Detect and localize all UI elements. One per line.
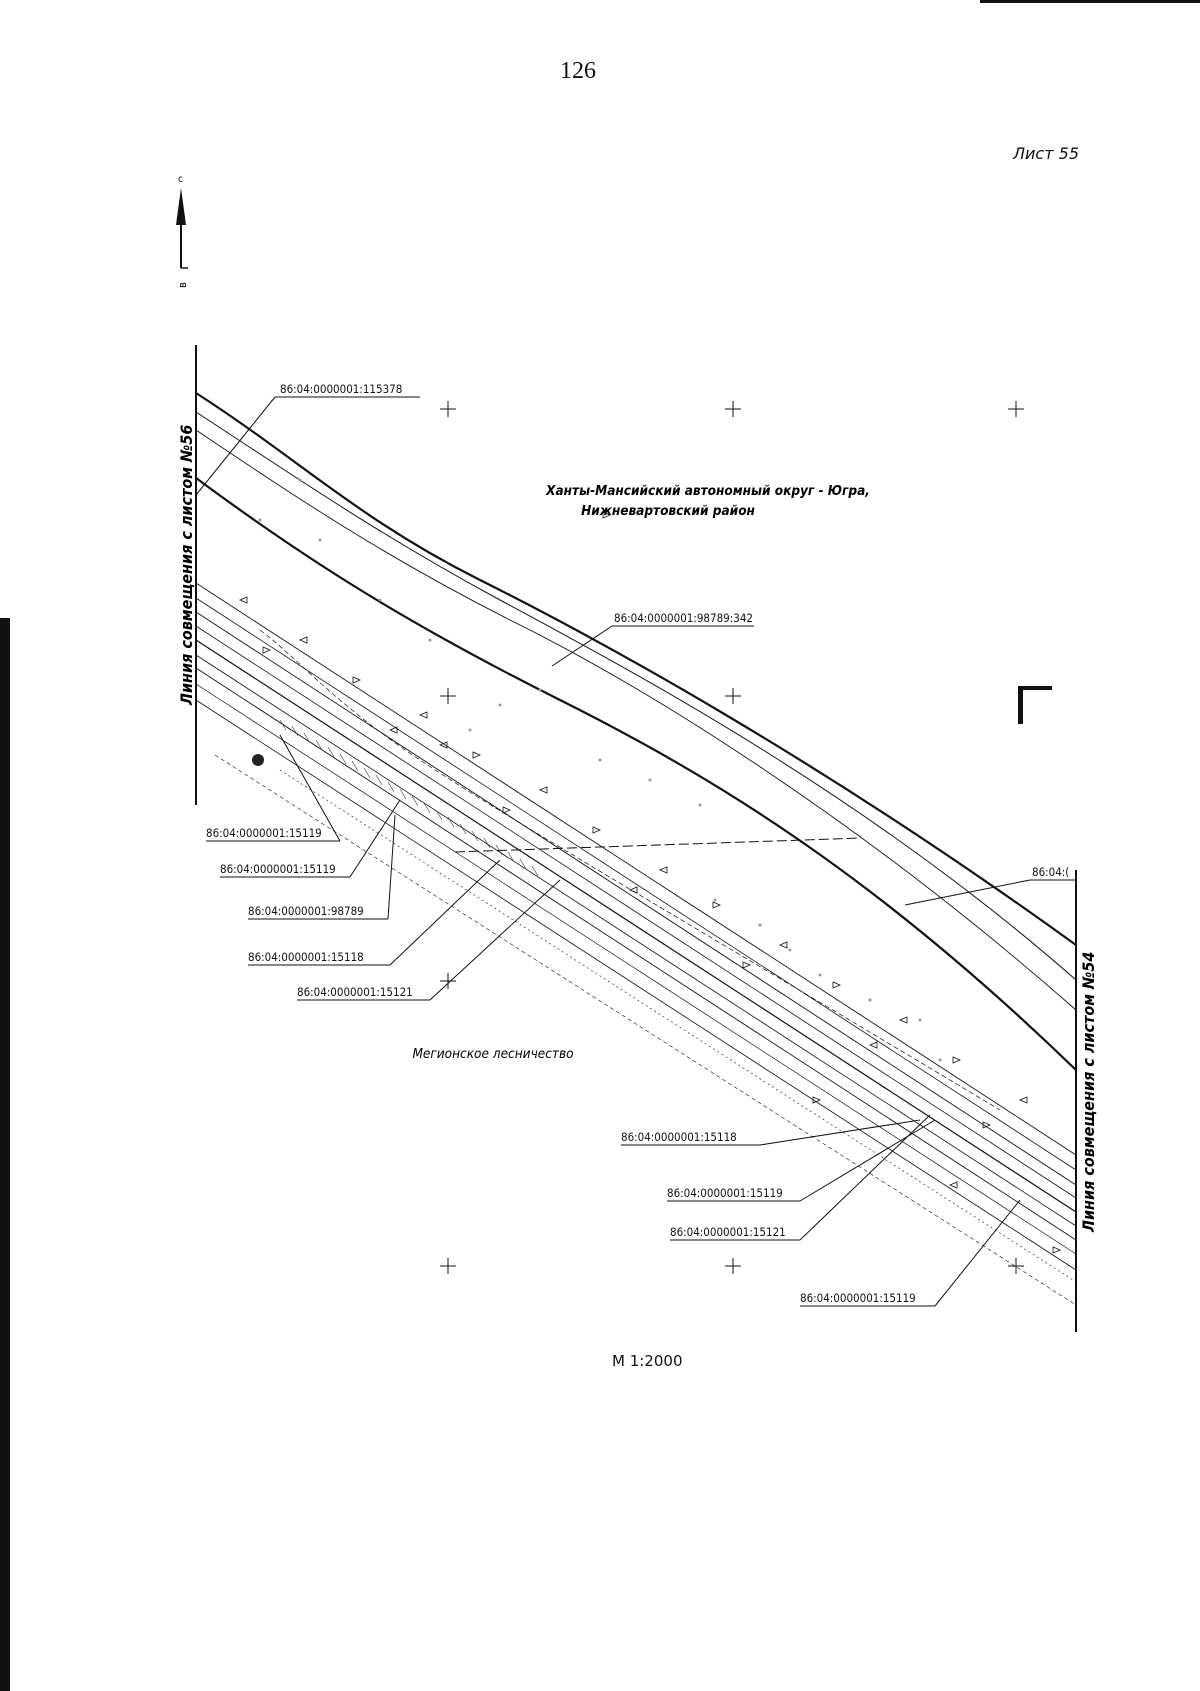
well-marker-icon — [252, 754, 264, 766]
page-number: 126 — [560, 58, 596, 84]
map-scale: М 1:2000 — [612, 1352, 683, 1370]
benchmark-symbol-icon — [1018, 686, 1052, 724]
parcel-label: 86:04:0000001:15119 — [667, 1186, 783, 1200]
sheet-label: Лист 55 — [1013, 144, 1079, 163]
survey-points — [258, 478, 942, 1062]
flow-markers — [238, 511, 1062, 1254]
forestry-label: Мегионское лесничество — [412, 1046, 573, 1062]
north-letter: с — [178, 174, 183, 185]
hatched-zone — [279, 719, 539, 877]
north-arrow-icon: с в — [176, 174, 189, 288]
right-match-line-label: Линия совмещения с листом №54 — [1079, 952, 1098, 1233]
parcel-label: 86:04:0000001:98789:342 — [614, 611, 753, 625]
left-match-line-label: Линия совмещения с листом №56 — [177, 425, 196, 706]
parcel-label: 86:04:0000001:115378 — [280, 382, 402, 396]
parcel-label: 86:04:0000001:15121 — [670, 1225, 786, 1239]
east-letter: в — [176, 282, 189, 288]
parcel-label: 86:04:0000001:15119 — [220, 862, 336, 876]
parcel-label: 86:04:0000001:98789 — [248, 904, 364, 918]
parcel-label: 86:04:0000001:15121 — [297, 985, 413, 999]
scan-left-edge-bar — [0, 618, 10, 1691]
leader-lines — [195, 396, 1076, 1307]
parcel-labels: 86:04:0000001:115378 86:04:0000001:98789… — [206, 382, 1069, 1305]
parcel-label: 86:04:0000001:15119 — [800, 1291, 916, 1305]
top-edge-rule — [980, 0, 1200, 3]
parcel-label: 86:04:0000001:15118 — [248, 950, 364, 964]
region-label-line1: Ханты-Мансийский автономный округ - Югра… — [545, 483, 870, 499]
region-label-line2: Нижневартовский район — [581, 503, 755, 519]
grid-crosses — [440, 401, 1024, 1274]
crossing-line — [454, 837, 863, 853]
parcel-label: 86:04:0000001:15118 — [621, 1130, 737, 1144]
parcel-label: 86:04:( — [1032, 865, 1069, 879]
parcel-label: 86:04:0000001:15119 — [206, 826, 322, 840]
corridor-lines — [195, 392, 1077, 1306]
